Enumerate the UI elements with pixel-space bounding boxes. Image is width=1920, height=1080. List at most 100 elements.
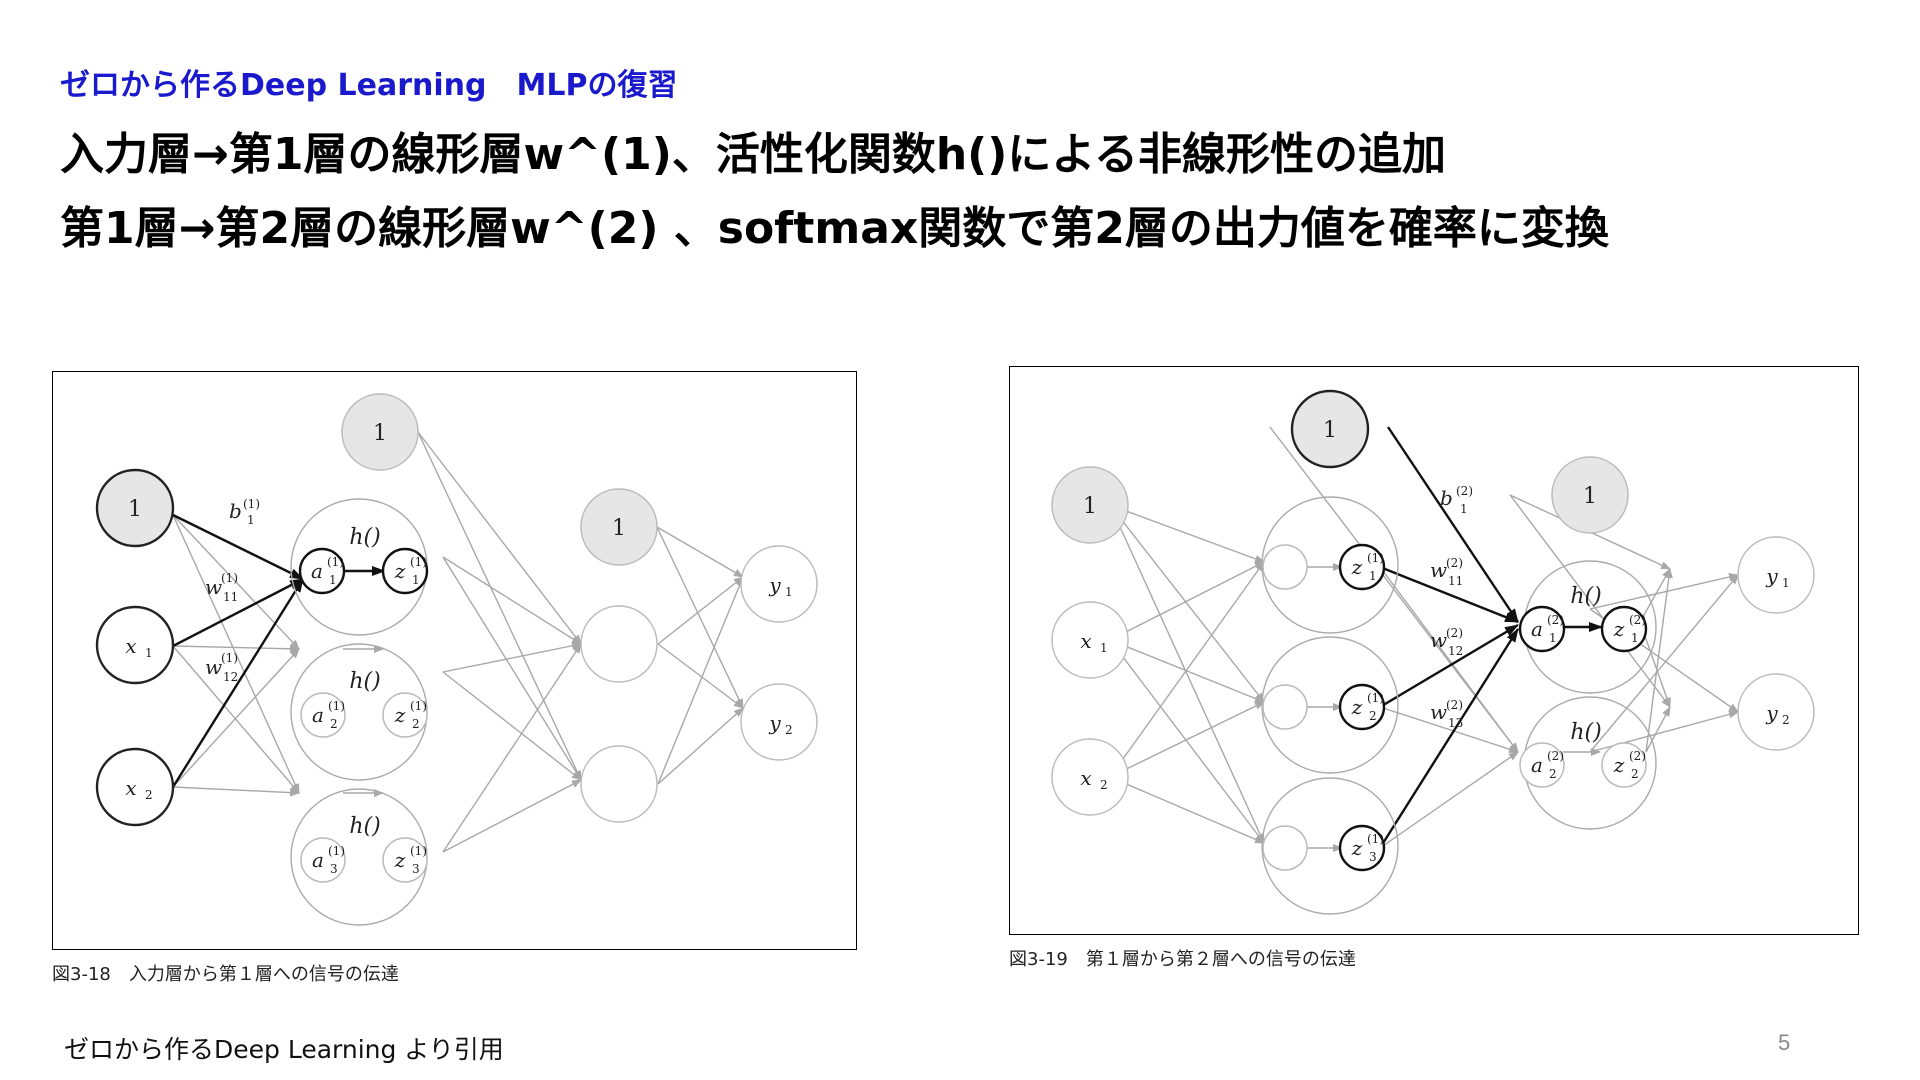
source-citation: ゼロから作るDeep Learning より引用 [64,1035,504,1064]
svg-text:11: 11 [1448,574,1463,588]
svg-text:(2): (2) [1446,626,1463,640]
svg-text:(1): (1) [410,555,427,569]
figure-3-19-caption: 図3-19 第１層から第２層への信号の伝達 [1009,949,1356,970]
bold-connections-2 [1378,426,1603,849]
svg-text:1: 1 [785,585,793,599]
weight-w11-2: w [1430,558,1447,582]
svg-text:1: 1 [412,573,420,587]
second-layer: 1 [580,488,658,823]
faint-connections [172,431,744,853]
input-layer-2: 1 x 1 x 2 [1051,466,1129,816]
svg-text:(2): (2) [1456,484,1473,498]
svg-text:(1): (1) [1367,551,1384,565]
input-node-x2: x [125,776,136,800]
layer2-2: 1 a (2) 1 z (2) 1 h() a (2) 2 z (2) 2 h(… [1518,456,1657,830]
hidden-a2: a [312,703,324,727]
input-layer: 1 x 1 x 2 [95,468,175,827]
bias-node-second: 1 [612,516,626,541]
layer2-z2: z [1613,753,1625,777]
svg-text:1: 1 [1631,631,1639,645]
svg-text:2: 2 [1782,713,1790,727]
heading-line-1: 入力層→第1層の線形層w^(1)、活性化関数h()による非線形性の追加 [60,129,1447,180]
input-node-x2-2: x [1080,766,1091,790]
activation-h-2: h() [349,669,380,694]
svg-text:1: 1 [1782,576,1790,590]
bold-connections [171,513,386,788]
svg-text:2: 2 [1631,767,1639,781]
svg-text:(1): (1) [1367,832,1384,846]
output-layer-2: y 1 y 2 [1737,536,1815,751]
svg-text:1: 1 [247,513,255,527]
svg-text:(2): (2) [1446,698,1463,712]
hidden-z2: z [394,703,406,727]
svg-text:(1): (1) [1367,691,1384,705]
svg-text:3: 3 [330,862,338,876]
layer1-a2 [1262,684,1308,730]
layer2-a2: a [1531,753,1543,777]
output-y2: y [768,711,781,735]
activation-h-1: h() [349,525,380,550]
bias-node-input-2: 1 [1083,494,1097,519]
input-node-x1-2: x [1080,629,1091,653]
output-y1-2: y [1765,564,1778,588]
svg-text:(2): (2) [1629,749,1646,763]
bias-node-input: 1 [128,497,142,522]
svg-text:1: 1 [329,573,337,587]
svg-text:12: 12 [223,670,238,684]
weight-labels-2: b (2) 1 w (2) 11 w (2) 12 w (2) 13 [1430,484,1473,730]
layer2-a1: a [1531,617,1543,641]
svg-text:(1): (1) [243,497,260,511]
layer1-2: 1 z (1) 1 z (1) 2 z (1) 3 [1261,389,1399,915]
figure-3-18-diagram: 1 x 1 x 2 1 a (1) 1 z (1) 1 h() a (1) [95,393,818,926]
weight-w12: w [205,655,222,679]
output-layer: y 1 y 2 [740,545,818,761]
svg-text:13: 13 [1448,716,1463,730]
figure-3-18-caption: 図3-18 入力層から第１層への信号の伝達 [52,964,399,985]
svg-text:12: 12 [1448,644,1463,658]
svg-text:1: 1 [1369,569,1377,583]
weight-b1-2: b [1440,486,1453,510]
svg-text:2: 2 [1369,709,1377,723]
svg-text:(1): (1) [221,571,238,585]
hidden-z3: z [394,848,406,872]
svg-text:(1): (1) [328,699,345,713]
svg-text:1: 1 [1549,631,1557,645]
svg-text:(1): (1) [410,699,427,713]
layer1-z3: z [1351,836,1363,860]
svg-text:1: 1 [1460,502,1468,516]
second-node-2 [580,745,658,823]
weight-w12-2: w [1430,628,1447,652]
layer1-z2: z [1351,695,1363,719]
layer2-z1: z [1613,617,1625,641]
svg-text:2: 2 [330,717,338,731]
hidden-layer: 1 a (1) 1 z (1) 1 h() a (1) 2 z (1) 2 h(… [290,393,429,926]
svg-text:(2): (2) [1629,613,1646,627]
bias-node-hidden: 1 [373,421,387,446]
svg-text:(1): (1) [221,651,238,665]
output-y1: y [768,573,781,597]
bias-node-layer1: 1 [1323,418,1337,443]
svg-text:(1): (1) [410,844,427,858]
svg-text:(2): (2) [1547,613,1564,627]
layer1-a1 [1262,544,1308,590]
svg-text:(1): (1) [327,555,344,569]
svg-text:3: 3 [412,862,420,876]
input-node-x1: x [125,634,136,658]
svg-text:2: 2 [1549,767,1557,781]
activation-h-layer2-1: h() [1570,584,1601,609]
weight-w11: w [205,575,222,599]
bias-node-layer2: 1 [1583,484,1597,509]
layer1-z1: z [1351,555,1363,579]
svg-text:(2): (2) [1446,556,1463,570]
svg-text:11: 11 [223,590,238,604]
svg-text:3: 3 [1369,850,1377,864]
hidden-a1: a [311,559,323,583]
weight-w13-2: w [1430,700,1447,724]
svg-text:2: 2 [145,788,153,802]
hidden-z1: z [394,559,406,583]
figure-3-18: 1 x 1 x 2 1 a (1) 1 z (1) 1 h() a (1) [52,371,857,950]
activation-h-layer2-2: h() [1570,720,1601,745]
figure-3-19: 1 x 1 x 2 1 z (1) 1 z (1) 2 z [1009,366,1859,935]
svg-text:2: 2 [1100,778,1108,792]
activation-h-3: h() [349,814,380,839]
